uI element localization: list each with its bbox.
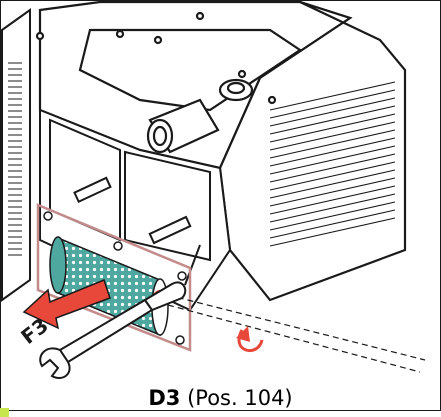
corner-swatch <box>0 408 9 417</box>
axis-lines <box>167 294 426 373</box>
part-pos: (Pos. 104) <box>187 386 293 410</box>
pump-body <box>35 0 407 302</box>
part-caption: D3 (Pos. 104) <box>0 383 441 413</box>
wrench-icon <box>39 281 187 380</box>
part-ref: D3 <box>148 386 181 410</box>
left-housing <box>0 8 31 302</box>
pull-arrow-icon <box>22 279 111 330</box>
gasket-outline <box>36 203 192 352</box>
rotate-arrow-icon <box>236 326 264 352</box>
